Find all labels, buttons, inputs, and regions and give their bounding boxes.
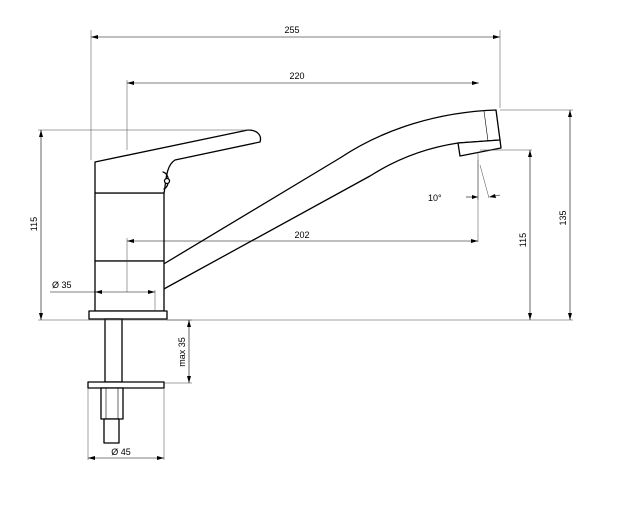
dimension-lines: 255 220 202 115 115 xyxy=(29,25,572,460)
dim-body-diameter: Ø 35 xyxy=(50,280,155,294)
aerator-joint xyxy=(483,110,489,142)
mounting-nut xyxy=(100,387,124,420)
dim-base-diameter: Ø 45 xyxy=(88,447,164,460)
extension-lines xyxy=(38,30,573,460)
dim-label-115-spout: 115 xyxy=(518,233,528,247)
body-lower xyxy=(94,260,165,312)
dim-body-height: 115 xyxy=(29,130,43,320)
dim-label-220: 220 xyxy=(289,71,304,81)
handle-screw xyxy=(163,177,171,185)
dim-label-115-body: 115 xyxy=(29,217,39,231)
threaded-rod xyxy=(103,418,120,444)
dim-label-135: 135 xyxy=(558,210,568,225)
dim-overall-length: 255 xyxy=(91,25,500,39)
dim-label-202: 202 xyxy=(294,230,309,240)
base-plate xyxy=(88,310,168,320)
dim-spout-height: 115 xyxy=(518,150,532,320)
mounting-washer xyxy=(87,381,165,389)
faucet-outline xyxy=(87,109,502,444)
dim-label-255: 255 xyxy=(284,25,299,35)
mounting-stud xyxy=(104,318,123,383)
spout xyxy=(161,109,501,291)
dim-label-max35: max 35 xyxy=(177,337,187,367)
dim-spout-angle: 10° xyxy=(428,193,501,203)
dim-max-mount: max 35 xyxy=(177,320,191,383)
dim-label-10deg: 10° xyxy=(428,193,442,203)
dim-label-d35: Ø 35 xyxy=(52,280,72,290)
dim-handle-reach: 220 xyxy=(127,71,479,85)
aerator xyxy=(457,139,502,157)
dim-label-d45: Ø 45 xyxy=(111,447,131,457)
lever-handle xyxy=(94,129,262,194)
dim-total-height: 135 xyxy=(558,110,572,320)
dim-spout-reach: 202 xyxy=(127,230,478,243)
body-upper xyxy=(94,192,165,262)
